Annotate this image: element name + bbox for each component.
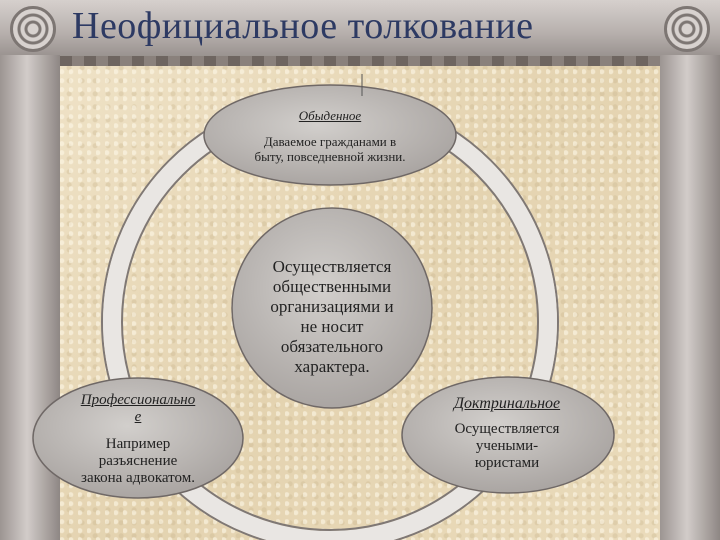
left-node-shape	[32, 377, 244, 499]
node-center-line: обязательного	[280, 337, 384, 356]
center-node-shape	[231, 207, 433, 409]
left-volute-icon	[10, 6, 56, 52]
node-professional-heading: Профессионально	[80, 392, 196, 408]
node-professional: Профессионально е Например разъяснение з…	[38, 382, 238, 497]
lintel-dentil-band	[60, 56, 660, 66]
node-doctrinal-line: Осуществляется	[454, 420, 560, 437]
slide-title: Неофициальное толкование	[72, 5, 534, 47]
node-center: Осуществляется общественными организация…	[232, 218, 432, 398]
node-center-line: общественными	[272, 277, 392, 296]
node-center-line: не носит	[300, 317, 364, 336]
node-doctrinal-heading: Доктринальное	[453, 394, 561, 412]
node-doctrinal-line: учеными-	[475, 437, 539, 454]
node-doctrinal: Доктринальное Осуществляется учеными- юр…	[402, 378, 612, 488]
top-node-shape	[203, 84, 457, 186]
right-column	[660, 55, 720, 540]
node-everyday: Обыденное Даваемое гражданами в быту, по…	[205, 88, 455, 184]
node-professional-heading: е	[134, 409, 142, 425]
node-center-line: характера.	[294, 357, 370, 376]
right-node-shape	[401, 376, 615, 494]
node-doctrinal-line: юристами	[474, 454, 540, 471]
node-everyday-heading: Обыденное	[298, 108, 362, 123]
column-lintel	[0, 0, 720, 56]
node-professional-line: закона адвокатом.	[81, 470, 195, 486]
node-center-line: организациями и	[270, 297, 394, 316]
node-professional-line: разъяснение	[98, 453, 178, 469]
node-professional-line: Например	[105, 436, 171, 452]
node-everyday-line: Даваемое гражданами в	[263, 134, 397, 149]
right-volute-icon	[664, 6, 710, 52]
node-center-line: Осуществляется	[272, 257, 392, 276]
node-everyday-line: быту, повседневной жизни.	[254, 149, 406, 164]
